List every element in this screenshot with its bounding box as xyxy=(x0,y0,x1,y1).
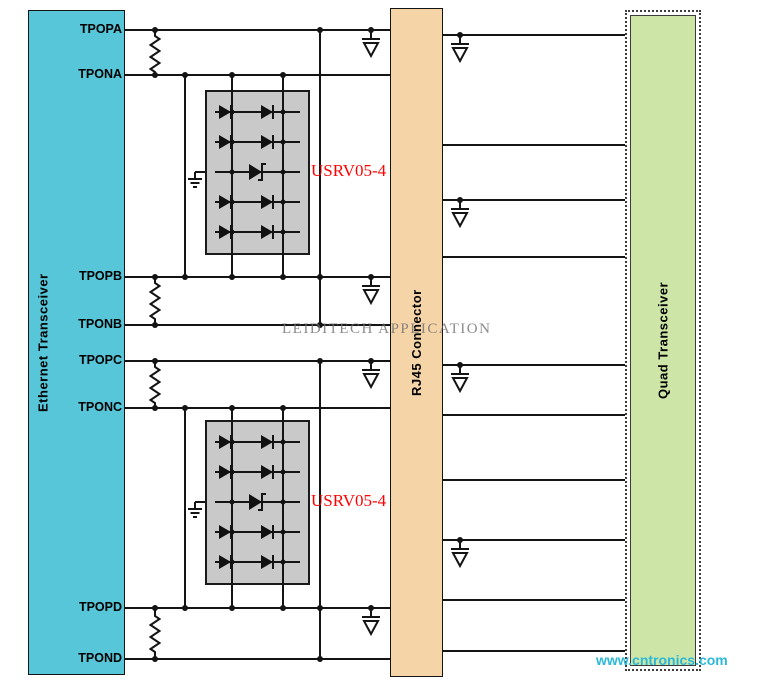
chassis-ground-icon xyxy=(450,364,470,392)
ethernet-transceiver-block xyxy=(28,10,125,675)
ground-icon xyxy=(187,171,206,188)
pin-label-tpopc: TPOPC xyxy=(78,353,122,367)
wires-left xyxy=(125,29,390,660)
quad-transceiver-label: Quad Transceiver xyxy=(655,281,671,400)
pin-label-tponb: TPONB xyxy=(78,317,122,331)
resistor xyxy=(148,361,162,408)
resistor xyxy=(148,277,162,325)
quad-transceiver-inner xyxy=(630,15,696,666)
resistor xyxy=(148,30,162,75)
rj45-connector-label: RJ45 Connector xyxy=(409,289,424,396)
junction-dots xyxy=(152,27,463,662)
pin-label-tpopa: TPOPA xyxy=(79,22,122,36)
signal-rails xyxy=(184,30,321,659)
tvs-part-number-bottom: USRV05-4 xyxy=(311,491,387,510)
pin-label-tpond: TPOND xyxy=(78,651,122,665)
tvs-diode-array xyxy=(215,435,300,569)
chassis-ground-icon xyxy=(450,34,470,62)
watermark-text: LEIDITECH APPLICATION xyxy=(282,321,492,337)
rj45-connector-block xyxy=(390,8,443,677)
chassis-ground-icon xyxy=(450,539,470,567)
chassis-ground-icon xyxy=(361,607,381,635)
pin-label-tponc: TPONC xyxy=(78,400,122,414)
website-watermark: www.cntronics.com xyxy=(596,652,728,668)
chassis-ground-icon xyxy=(361,29,381,57)
ground-icon xyxy=(187,501,206,518)
wires-right xyxy=(443,34,625,652)
quad-transceiver-block xyxy=(625,10,701,671)
chassis-ground-icon xyxy=(361,276,381,304)
chassis-ground-icon xyxy=(450,199,470,227)
pin-label-tpona: TPONA xyxy=(78,67,122,81)
resistor xyxy=(148,608,162,659)
pin-label-tpopd: TPOPD xyxy=(78,600,122,614)
pin-label-tpopb: TPOPB xyxy=(78,269,122,283)
ethernet-transceiver-label: Ethernet Transceiver xyxy=(35,273,51,412)
tvs-part-number-top: USRV05-4 xyxy=(311,161,387,180)
chassis-ground-icon xyxy=(361,360,381,388)
tvs-diode-array xyxy=(215,105,300,239)
